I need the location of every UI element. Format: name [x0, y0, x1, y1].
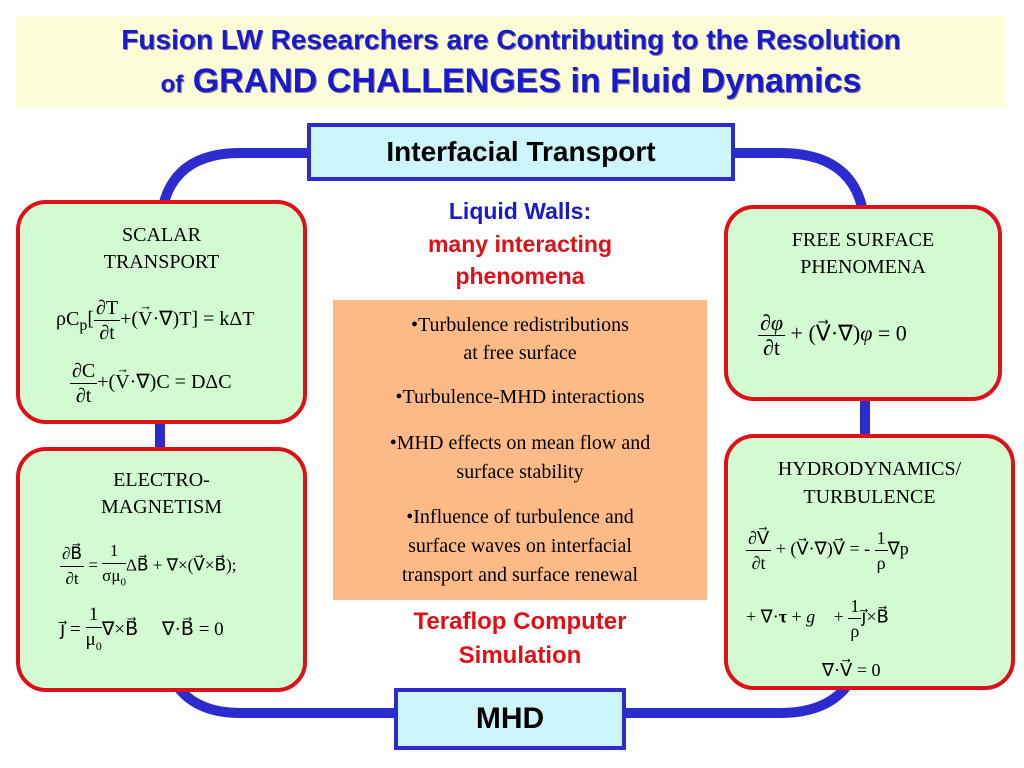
teraflop-heading-1: Teraflop Computer — [413, 608, 627, 635]
bullet-1-line-1: •Turbulence redistributions — [411, 314, 629, 336]
scalar-diffusion-equation: ∂C∂t+(V→·∇)C = DΔC — [70, 360, 232, 407]
free-surface-title-1: FREE SURFACE — [791, 229, 935, 251]
scalar-title-2: TRANSPORT — [103, 251, 220, 273]
mhd-box: MHD — [394, 688, 626, 750]
mhd-label: MHD — [475, 702, 545, 735]
title-banner: Fusion LW Researchers are Contributing t… — [16, 16, 1006, 108]
interfacial-transport-label: Interfacial Transport — [386, 136, 656, 167]
free-surface-title-2: PHENOMENA — [800, 256, 926, 278]
hydro-title-1: HYDRODYNAMICS/ — [777, 458, 962, 480]
scalar-title-1: SCALAR — [122, 224, 201, 246]
title-line-1: Fusion LW Researchers are Contributing t… — [121, 24, 901, 55]
em-title-2: MAGNETISM — [100, 496, 223, 518]
bullet-2-line-1: •Turbulence-MHD interactions — [395, 386, 645, 408]
phenomena-list-box: •Turbulence redistributions at free surf… — [333, 300, 707, 600]
interacting-heading-1: many interacting — [427, 231, 613, 257]
hydrodynamics-panel: HYDRODYNAMICS/ TURBULENCE ∂V⃗∂t + (V⃗·∇)… — [724, 434, 1015, 690]
bullet-3-line-1: •MHD effects on mean flow and — [389, 432, 651, 454]
interacting-heading-2: phenomena — [455, 263, 585, 289]
level-set-equation: ∂φ∂t + (V⃗·∇)φ = 0 — [758, 310, 907, 360]
title-grand-challenges: GRAND CHALLENGES in Fluid Dynamics — [192, 62, 862, 100]
bullet-1-line-2: at free surface — [463, 342, 577, 364]
free-surface-panel: FREE SURFACE PHENOMENA ∂φ∂t + (V⃗·∇)φ = … — [724, 205, 1002, 401]
bullet-3-line-2: surface stability — [456, 461, 584, 483]
scalar-transport-panel: SCALAR TRANSPORT ρCp[∂T∂t+(V→·∇)T] = kΔT… — [16, 200, 307, 424]
teraflop-heading-2: Simulation — [458, 642, 582, 669]
loop-path — [155, 148, 870, 718]
hydro-title-2: TURBULENCE — [803, 486, 936, 508]
em-title-1: ELECTRO- — [113, 469, 210, 491]
interfacial-transport-box: Interfacial Transport — [307, 123, 735, 181]
title-of: of — [160, 71, 184, 98]
title-line-2: of GRAND CHALLENGES in Fluid Dynamics — [16, 62, 1006, 101]
bullet-4-line-1: •Influence of turbulence and — [406, 506, 634, 528]
bullet-4-line-3: transport and surface renewal — [402, 564, 638, 586]
energy-equation: ρCp[∂T∂t+(V→·∇)T] = kΔT — [56, 297, 255, 344]
liquid-walls-heading: Liquid Walls: — [448, 198, 592, 224]
continuity-equation: ∇·V⃗ = 0 — [822, 660, 881, 680]
bullet-4-line-2: surface waves on interfacial — [408, 535, 632, 557]
